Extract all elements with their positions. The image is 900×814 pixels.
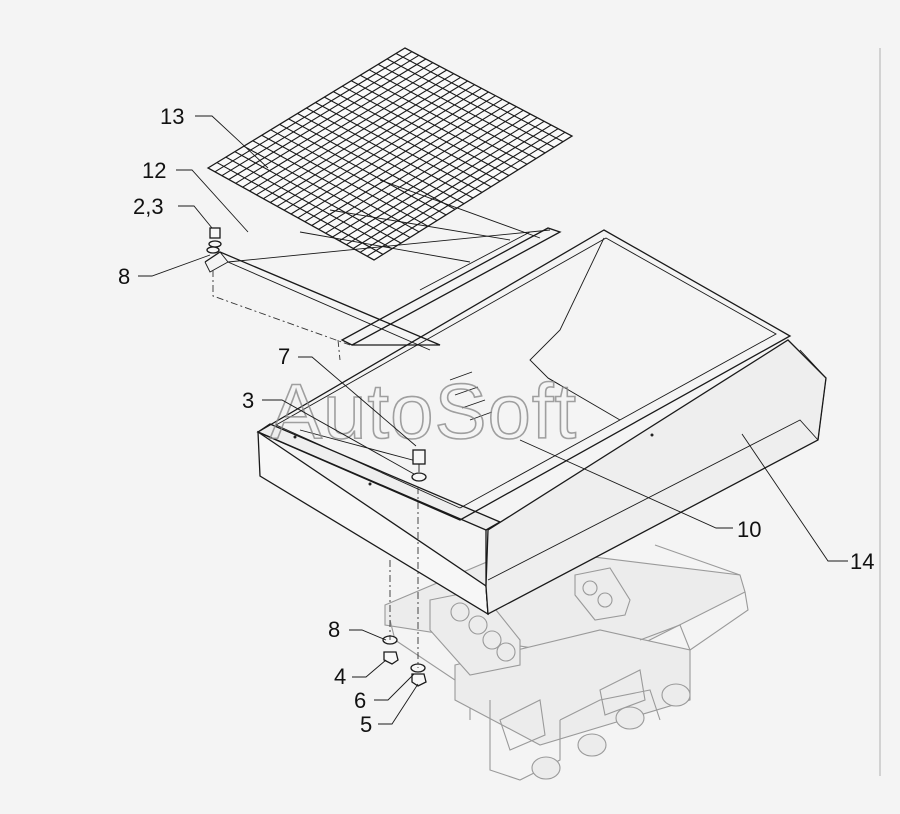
callout-2-3: 2,3 [133, 194, 164, 219]
grid-wire [325, 109, 524, 234]
grid-wire [283, 87, 482, 211]
callout-5: 5 [360, 712, 372, 737]
grid-wire [228, 58, 427, 180]
callout-8-lower: 8 [328, 617, 340, 642]
callout-8-upper: 8 [118, 264, 130, 289]
callout-labels: 13 12 2,3 8 7 3 10 14 8 4 6 5 [118, 104, 874, 737]
grid-wire [263, 76, 461, 200]
assembly-lines [212, 270, 419, 668]
callout-3: 3 [242, 388, 254, 413]
hopper-body [256, 229, 827, 616]
callout-10: 10 [737, 517, 761, 542]
watermark-text: AutoSoft [270, 367, 577, 455]
lower-fasteners [382, 635, 427, 687]
grid-wire [311, 102, 510, 226]
callout-7: 7 [278, 344, 290, 369]
grid-wire [249, 69, 448, 192]
grid-wire [332, 113, 531, 238]
grid-wire [318, 106, 517, 230]
callout-4: 4 [334, 664, 346, 689]
screen-frame [204, 179, 562, 351]
spreader-base-assembly [384, 544, 749, 781]
grid-wire [359, 128, 559, 253]
grid-wire [346, 120, 545, 246]
grid-wire [256, 73, 454, 196]
grid-wire [297, 95, 496, 219]
grid-screen [206, 47, 574, 261]
grid-wire [366, 131, 566, 257]
grid-wire [352, 124, 552, 249]
callout-13: 13 [160, 104, 184, 129]
callout-leaders [138, 115, 848, 725]
grid-wire [242, 65, 441, 188]
bolt-2-3 [206, 227, 222, 254]
grid-wire [235, 62, 434, 184]
grid-wire [304, 98, 503, 223]
callout-14: 14 [850, 549, 874, 574]
bolt-7 [411, 449, 427, 482]
callout-6: 6 [354, 688, 366, 713]
grid-wire [290, 91, 489, 215]
grid-wire [276, 84, 475, 207]
grid-wire [269, 80, 468, 203]
grid-wire [214, 51, 413, 173]
grid-wire [339, 117, 538, 242]
callout-12: 12 [142, 158, 166, 183]
